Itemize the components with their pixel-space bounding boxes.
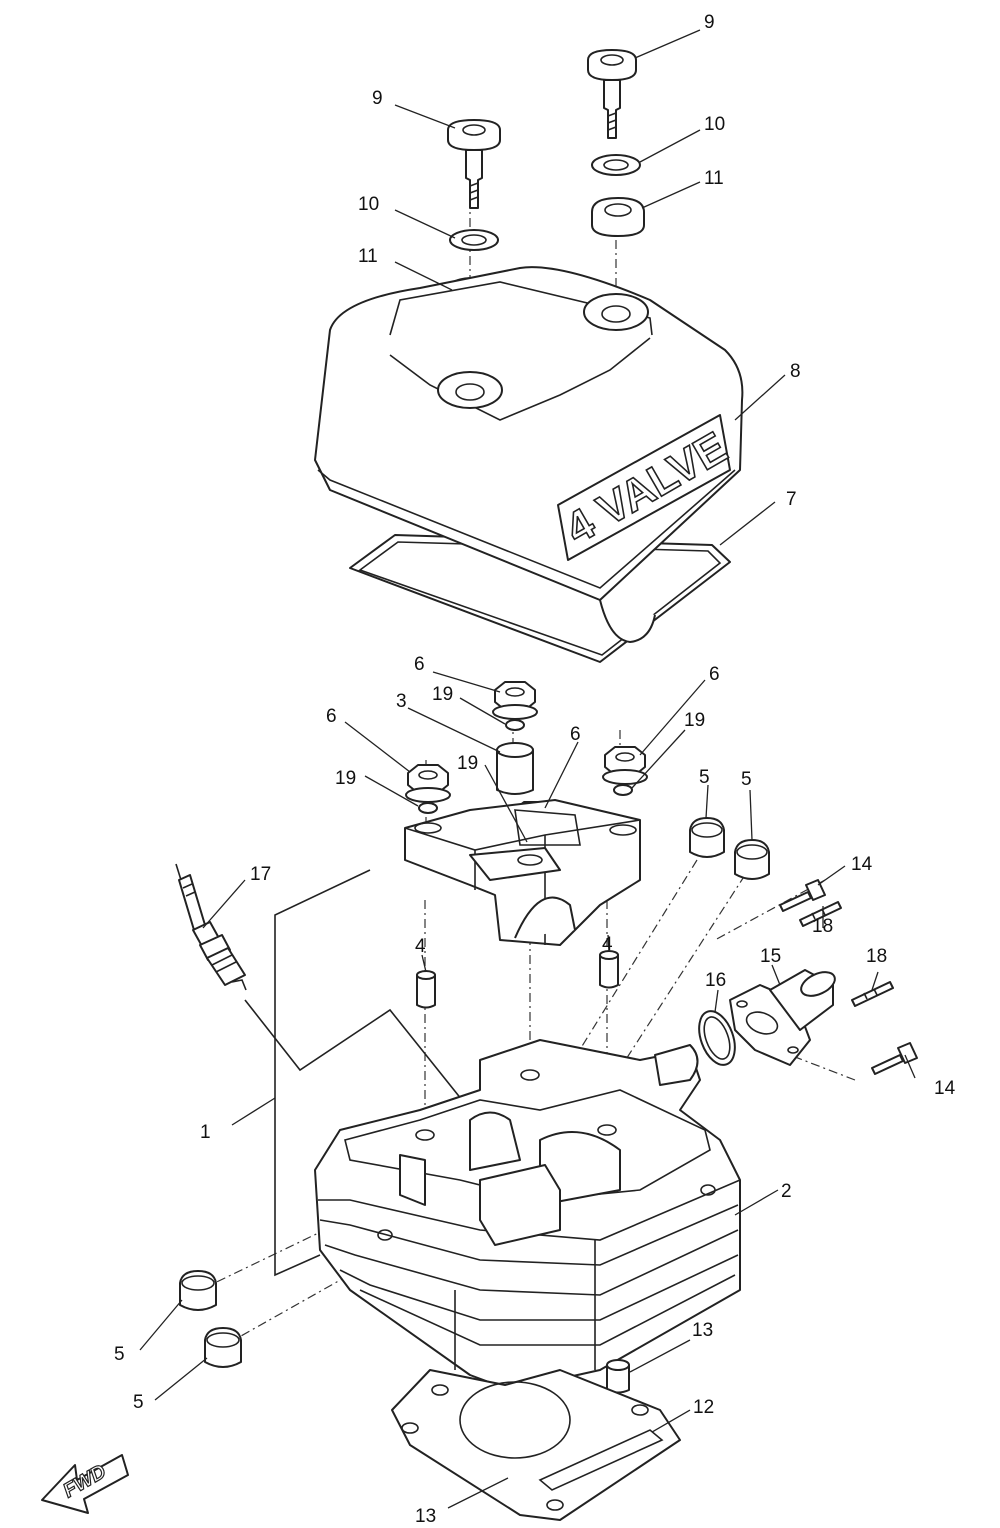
cap-plug-lower-1 <box>179 1270 217 1311</box>
callout-15: 15 <box>760 946 781 967</box>
callout-19-left: 19 <box>335 768 356 789</box>
dowel-pin-right <box>599 950 619 989</box>
collar-spacer <box>496 742 534 795</box>
cylinder-head <box>314 1039 741 1391</box>
callout-18-lower: 18 <box>866 946 887 967</box>
callout-17: 17 <box>250 864 271 885</box>
callout-4-left: 4 <box>415 936 426 957</box>
callout-14-lower: 14 <box>934 1078 956 1099</box>
callout-9-right: 9 <box>704 12 715 33</box>
callout-9-left: 9 <box>372 88 383 109</box>
callout-14-upper: 14 <box>851 854 873 875</box>
cover-bolt-right <box>587 49 637 139</box>
forward-direction-arrow: FWD <box>41 1454 129 1514</box>
dowel-pin-left <box>416 970 436 1009</box>
callout-18-upper: 18 <box>812 916 833 937</box>
intake-pipe <box>729 969 836 1066</box>
callout-16: 16 <box>705 970 726 991</box>
spark-plug <box>175 863 247 991</box>
group-bracket <box>244 869 471 1277</box>
callout-7: 7 <box>786 489 797 510</box>
callout-leaders <box>139 29 916 1509</box>
callout-11-right: 11 <box>704 168 724 189</box>
callout-11-left: 11 <box>358 246 378 267</box>
callout-13-upper: 13 <box>692 1320 713 1341</box>
callout-19-center: 19 <box>457 753 478 774</box>
callout-5-upper-2: 5 <box>741 769 752 790</box>
callout-4-right: 4 <box>602 934 613 955</box>
cap-plug-lower-2 <box>204 1327 242 1368</box>
callout-6-left: 6 <box>326 706 337 727</box>
callout-6-right: 6 <box>709 664 720 685</box>
callout-5-upper-1: 5 <box>699 767 710 788</box>
flange-bolt-lower <box>871 1042 918 1075</box>
callout-19-top: 19 <box>432 684 453 705</box>
cap-plug-upper-2 <box>734 839 770 880</box>
cylinder-head-gasket <box>391 1369 681 1521</box>
callout-10-right: 10 <box>704 114 725 135</box>
callout-10-left: 10 <box>358 194 379 215</box>
nut-left <box>405 764 451 803</box>
cap-plug-upper-1 <box>689 817 725 858</box>
callout-8: 8 <box>790 361 801 382</box>
stud-bolt-lower <box>851 981 894 1007</box>
callout-5-lower-1: 5 <box>114 1344 125 1365</box>
callout-1: 1 <box>200 1122 211 1143</box>
nut-right <box>602 746 648 785</box>
callout-5-lower-2: 5 <box>133 1392 144 1413</box>
callout-numbers: 9 9 10 10 11 11 8 7 6 6 6 6 3 19 19 19 1… <box>114 12 956 1527</box>
rocker-arm-holder <box>404 799 641 946</box>
cover-bolt-left <box>447 119 501 209</box>
washer-right <box>591 154 641 176</box>
grommet-right <box>591 197 645 237</box>
cylinder-head-cover: 4 VALVE <box>314 266 744 643</box>
callout-2: 2 <box>781 1181 792 1202</box>
callout-19-right: 19 <box>684 710 705 731</box>
dowel-pin-upper-13 <box>606 1359 630 1394</box>
nut-top <box>492 681 538 720</box>
o-ring <box>698 1010 736 1066</box>
flange-bolt-upper <box>779 879 826 912</box>
callout-13-lower: 13 <box>415 1506 436 1527</box>
callout-6-center: 6 <box>570 724 581 745</box>
callout-3: 3 <box>396 691 407 712</box>
callout-12: 12 <box>693 1397 714 1418</box>
callout-6-top: 6 <box>414 654 425 675</box>
washer-left <box>449 229 499 251</box>
